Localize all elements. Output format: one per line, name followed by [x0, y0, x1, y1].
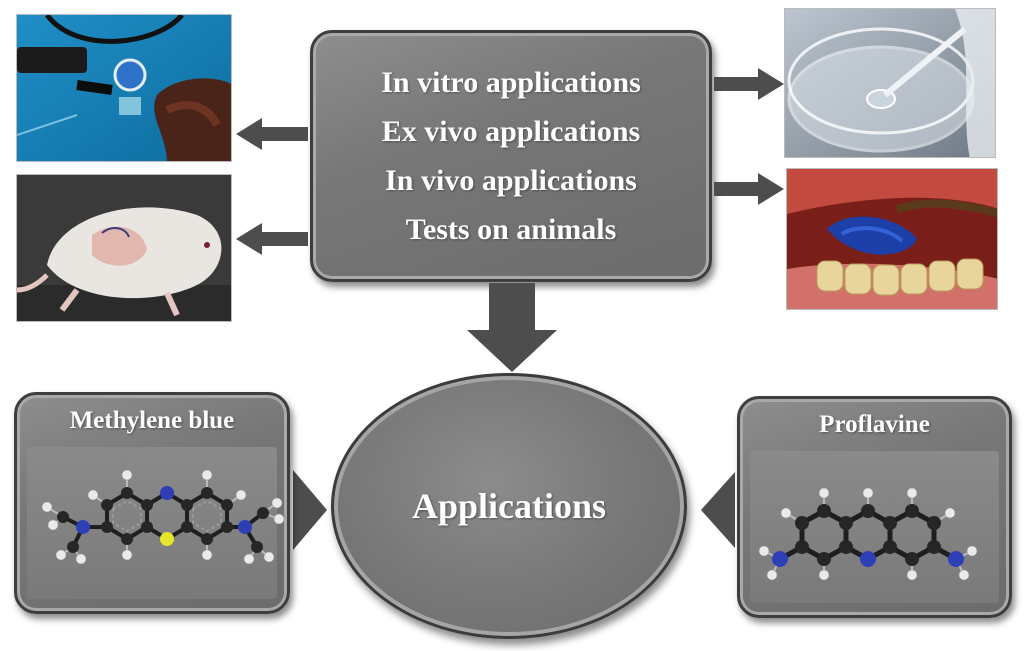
arrow-left-top — [236, 118, 308, 150]
device-photo-drawing — [17, 15, 231, 161]
mouth-photo-drawing — [787, 169, 997, 309]
arrow-from-methylene — [293, 470, 327, 550]
arrow-down-main — [467, 283, 557, 372]
in-vitro-label: In vitro applications — [381, 66, 641, 99]
proflavine-molecule — [758, 487, 978, 581]
ex-vivo-label: Ex vivo applications — [381, 115, 641, 148]
photo-ex-vivo-device — [16, 14, 232, 162]
proflavine-box: Proflavine — [737, 396, 1012, 618]
in-vivo-label: In vivo applications — [385, 164, 637, 197]
methylene-blue-molecule — [41, 469, 285, 565]
arrow-right-top — [714, 68, 784, 100]
applications-label: Applications — [411, 486, 607, 526]
rat-photo-drawing — [17, 175, 231, 321]
animal-tests-label: Tests on animals — [405, 213, 617, 246]
petri-dish-drawing — [785, 9, 995, 157]
methylene-blue-box: Methylene blue — [14, 392, 290, 614]
arrow-left-bottom — [236, 223, 308, 255]
arrow-right-bottom — [714, 173, 784, 205]
photo-animal-test — [16, 174, 232, 322]
application-types-box: In vitro applications Ex vivo applicatio… — [310, 30, 712, 282]
methylene-blue-title: Methylene blue — [69, 407, 235, 434]
proflavine-panel — [750, 451, 999, 603]
photo-in-vitro-dish — [784, 8, 996, 158]
photo-in-vivo-mouth — [786, 168, 998, 310]
arrow-from-proflavine — [701, 472, 735, 548]
methylene-blue-panel — [27, 447, 277, 599]
proflavine-title: Proflavine — [819, 411, 930, 438]
applications-ellipse: Applications — [331, 373, 687, 639]
